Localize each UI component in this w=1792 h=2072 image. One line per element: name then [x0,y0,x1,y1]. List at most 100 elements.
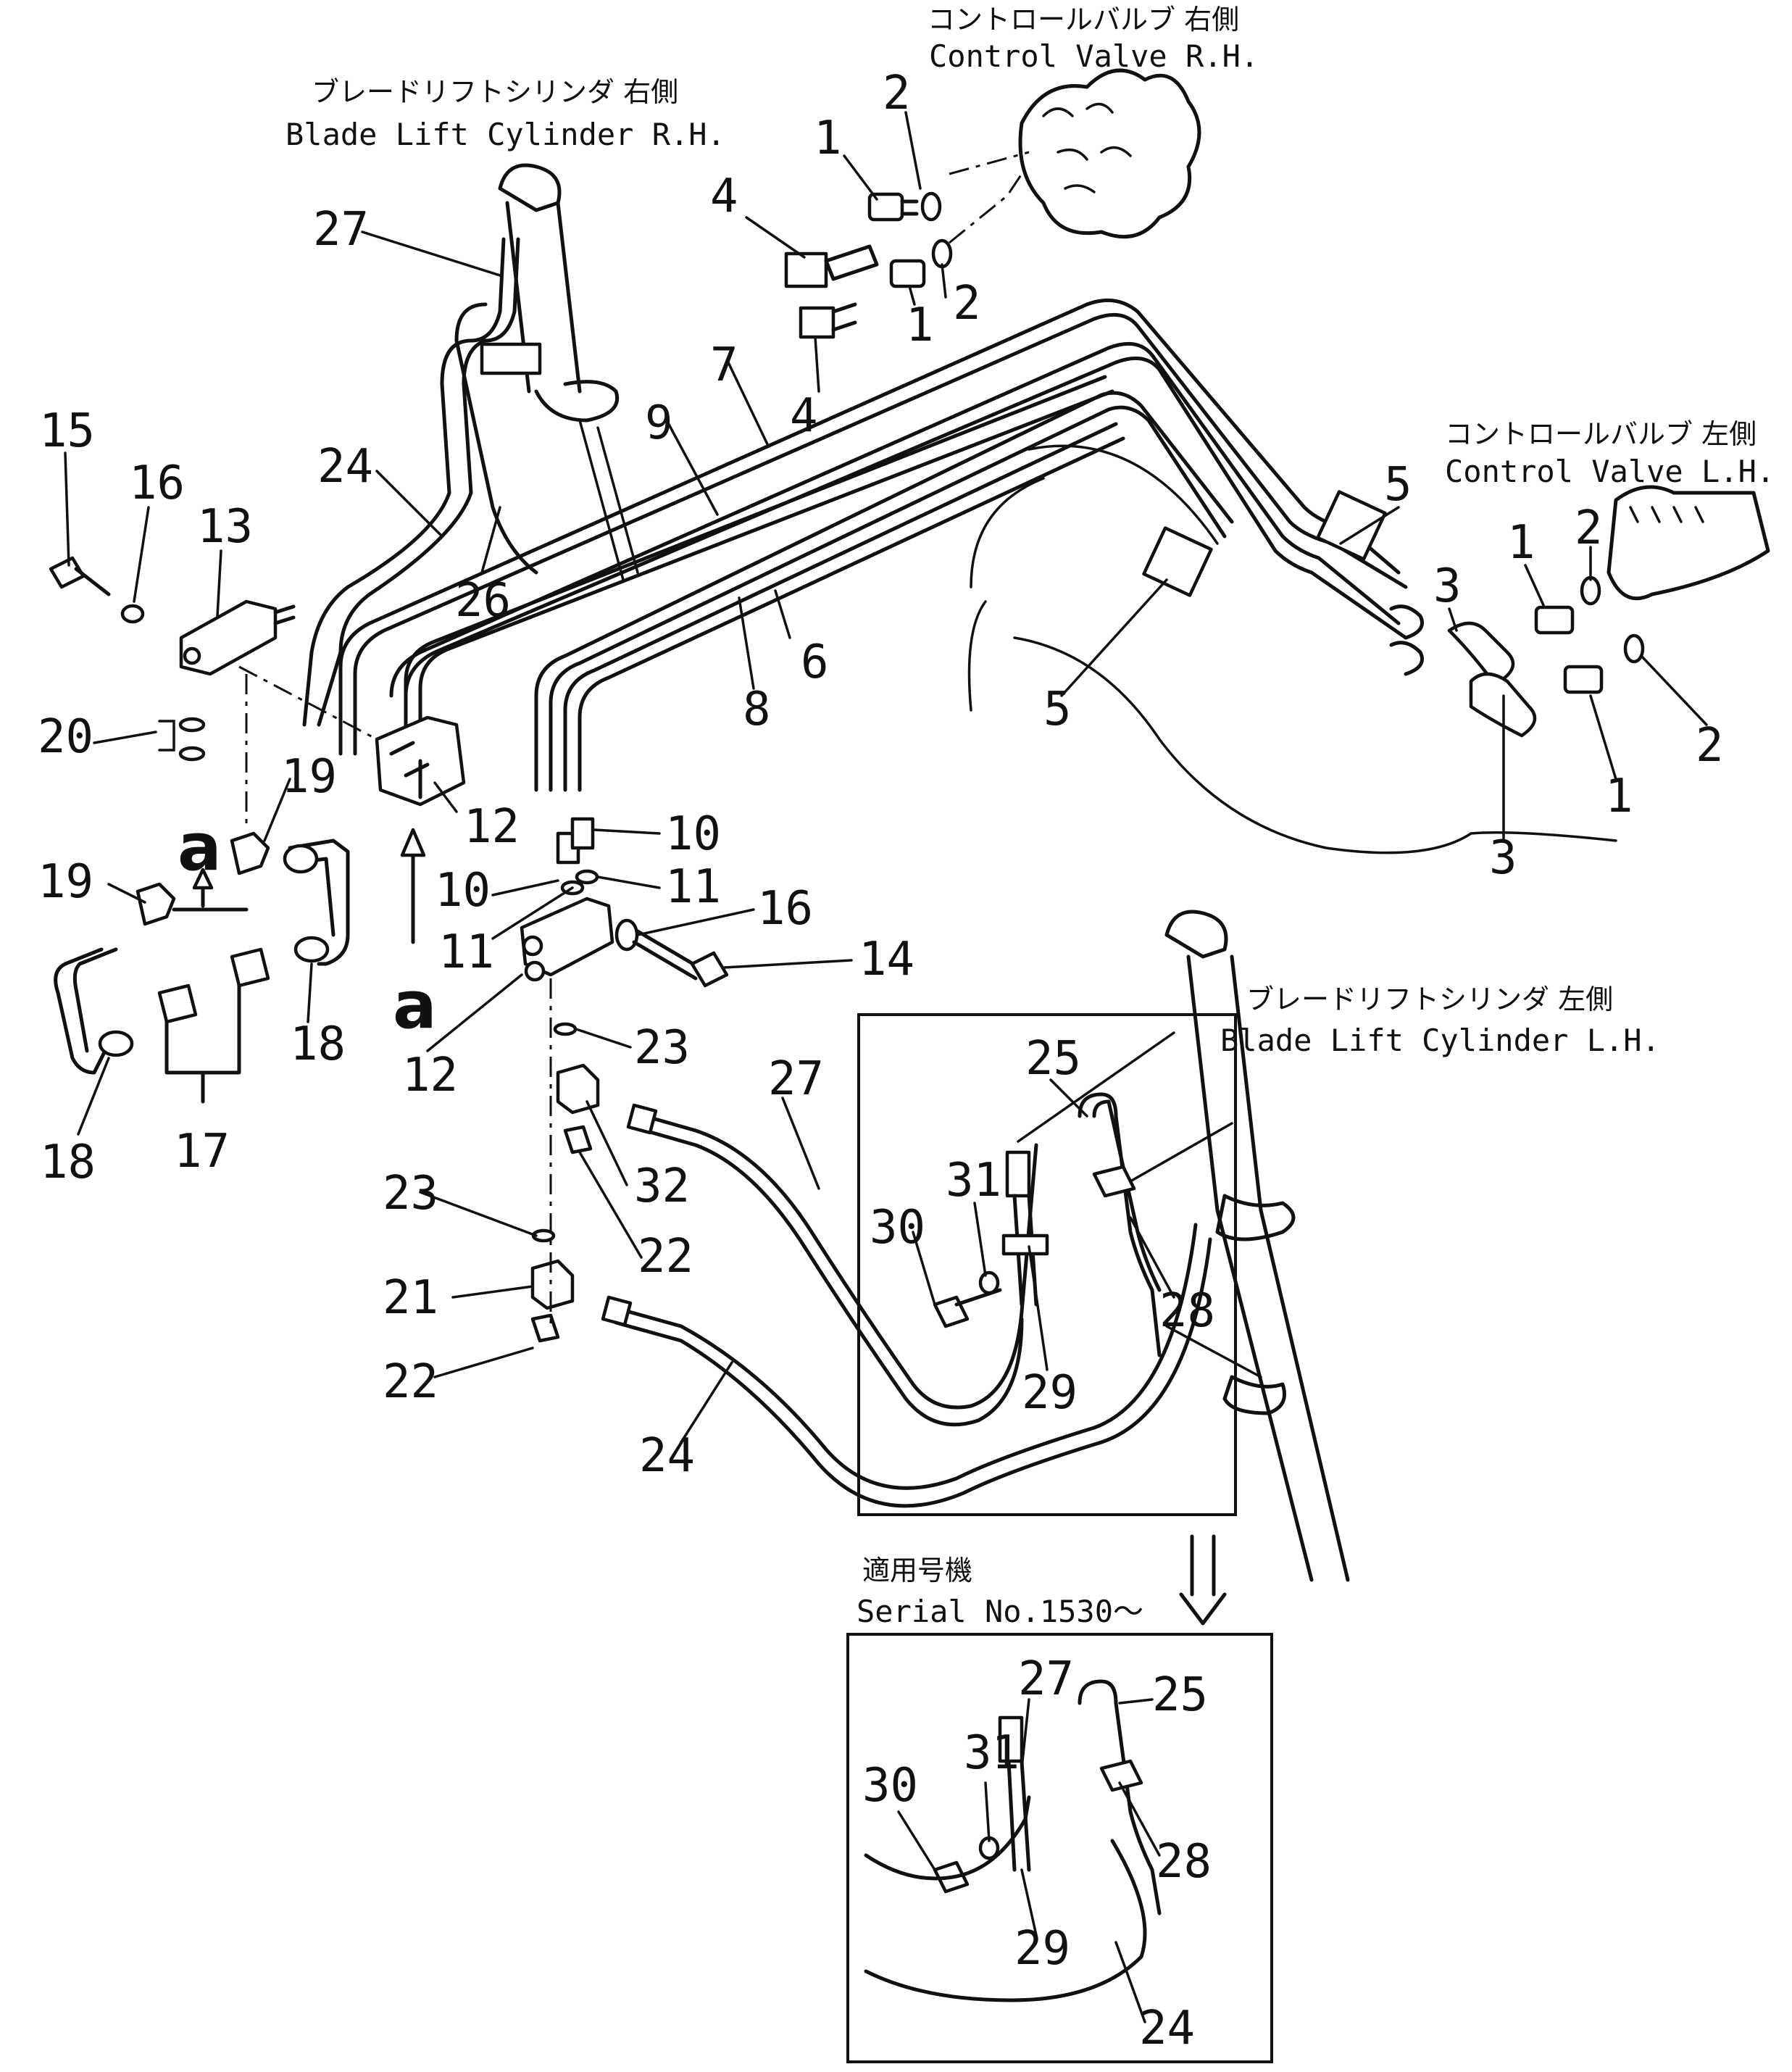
blade-lift-rh-en: Blade Lift Cylinder R.H. [286,117,725,152]
callout-30: 30 [862,1759,918,1813]
callout-19: 19 [38,855,93,909]
callout-25: 25 [1025,1032,1081,1086]
detail-parts-serial [864,1679,1162,2002]
callout-labels: 2 1 4 2 1 4 27 7 9 24 26 15 16 13 6 8 5 … [38,67,1724,2055]
detail-box-main [857,1013,1237,1516]
plug-22-lower [530,1313,560,1343]
tee-17 [157,947,270,1104]
serial-arrow [1179,1534,1227,1626]
control-valve-lh-jp: コントロールバルブ 左側 [1445,418,1756,450]
callout-leaders [64,111,1708,2023]
plug-22-upper [563,1125,593,1154]
hose-27 [643,1114,1038,1410]
arrow-a-small-head [192,868,214,890]
clamp-5-lower [1142,526,1213,597]
control-valve-rh-jp: コントロールバルブ 右側 [928,4,1239,36]
callout-10: 10 [665,807,721,861]
callout-29: 29 [1014,1922,1070,1976]
callout-28: 28 [1159,1284,1215,1338]
callout-12: 12 [464,800,520,854]
callout-22: 22 [383,1355,438,1409]
callout-1: 1 [814,112,842,165]
callout-3: 3 [1433,559,1462,613]
bolt-14 [632,929,729,988]
callout-29: 29 [1022,1366,1078,1420]
blade-lift-cylinder-lh [1164,910,1350,1582]
fittings-10-11 [556,817,599,896]
callout-27: 27 [768,1052,824,1106]
callout-2: 2 [1696,719,1724,773]
callout-1: 1 [906,299,934,352]
callout-7: 7 [710,338,738,392]
hose-24-end [601,1295,633,1327]
blade-lift-lh-en: Blade Lift Cylinder L.H. [1220,1023,1660,1058]
callout-4: 4 [710,170,738,223]
callout-17: 17 [174,1125,230,1178]
callout-23: 23 [383,1167,438,1220]
serial-jp: 適用号機 [862,1555,972,1586]
blade-lift-lh-jp: ブレードリフトシリンダ 左側 [1246,983,1613,1015]
callout-1: 1 [1507,516,1535,570]
blade-lift-rh-jp: ブレードリフトシリンダ 右側 [312,76,678,108]
control-valve-rh [1018,68,1201,239]
callout-23: 23 [634,1021,690,1075]
serial-en: Serial No.1530～ [857,1594,1143,1629]
callout-2: 2 [1575,502,1603,555]
callout-6: 6 [801,636,829,689]
callout-12: 12 [402,1049,458,1102]
callout-31: 31 [946,1154,1001,1207]
washer-16-lower [614,918,639,952]
callout-5: 5 [1384,458,1412,512]
control-valve-lh [1606,485,1770,601]
detail-parts-main [933,1092,1162,1357]
hose-27-end [626,1103,658,1135]
blade-lift-cylinder-rh [498,163,639,581]
frame-outline [1028,444,1219,545]
clamp-rh [480,342,542,375]
callout-24: 24 [639,1429,695,1483]
hose-24-rh [302,237,506,727]
control-valve-rh-en: Control Valve R.H. [929,38,1259,74]
leader-lines [1017,1031,1262,1378]
callout-18: 18 [290,1018,346,1071]
pipe-bundle [338,298,1408,792]
center-line [238,665,378,741]
center-line [949,151,1030,175]
callout-11: 11 [665,860,721,914]
detail-box-serial [846,1633,1273,2063]
callout-24: 24 [317,440,373,494]
bolt-15 [49,556,111,596]
callout-24: 24 [1139,2002,1195,2055]
callout-28: 28 [1156,1835,1212,1889]
hose-24-rh [317,237,520,727]
oring-20a [178,717,206,733]
callout-15: 15 [39,404,95,458]
callout-16: 16 [129,457,185,510]
frame-outline [967,477,1617,854]
callout-19: 19 [281,750,337,804]
callout-16: 16 [757,882,813,936]
callout-32: 32 [634,1160,690,1213]
clamp-5-upper [1316,490,1387,561]
valve-12-upper [375,715,466,807]
callout-10: 10 [435,864,491,918]
block-13 [179,599,296,676]
callout-4: 4 [790,389,818,443]
callout-1: 1 [1605,770,1633,823]
callout-26: 26 [455,574,511,628]
callout-27: 27 [313,203,369,257]
callout-13: 13 [197,500,253,554]
callout-27: 27 [1018,1652,1074,1706]
center-line [949,173,1023,244]
callout-31: 31 [964,1726,1020,1780]
callout-21: 21 [383,1271,438,1325]
hose-24 [614,1223,1198,1490]
fittings-lh [1389,575,1645,738]
callout-14: 14 [859,933,914,986]
callout-25: 25 [1152,1668,1208,1722]
tube-18-19 [54,831,350,1075]
valve-12-lower [520,896,614,982]
oring-20b [178,746,206,762]
